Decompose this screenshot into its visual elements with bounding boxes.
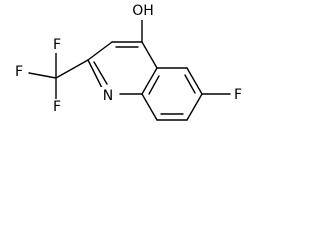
bond-c6-c7 [186, 93, 203, 121]
quinoline-structure-diagram: OH N F F F F [12, 3, 245, 121]
nitrogen-label: N [103, 88, 113, 104]
cf3-fluorine-top-label: F [53, 37, 61, 53]
bond-c2-c3 [87, 41, 113, 61]
cf3-fluorine-bottom-label: F [53, 99, 61, 115]
bond-c4-c4a [141, 41, 158, 69]
atom-labels: OH N F F F F [12, 3, 245, 115]
bond-c2-cf3 [55, 59, 89, 79]
benzene-ring-bonds [141, 67, 203, 121]
bond-n1-c2-double [93, 61, 108, 85]
bond-c8-c8a [141, 93, 158, 121]
bond-c5-c6-double [184, 74, 196, 94]
hydroxyl-label: OH [132, 3, 154, 19]
bond-c5-c6 [186, 67, 203, 95]
heteroaromatic-ring-bonds [87, 41, 158, 95]
bond-c4a-c8a [141, 67, 158, 95]
trifluoromethyl-bonds [28, 50, 89, 100]
aryl-fluorine-label: F [234, 87, 242, 103]
bond-n1-c2 [87, 59, 104, 91]
bond-c8a-c4a-double [148, 75, 160, 95]
bond-cf3-f-left [28, 72, 57, 79]
cf3-fluorine-left-label: F [15, 64, 23, 80]
